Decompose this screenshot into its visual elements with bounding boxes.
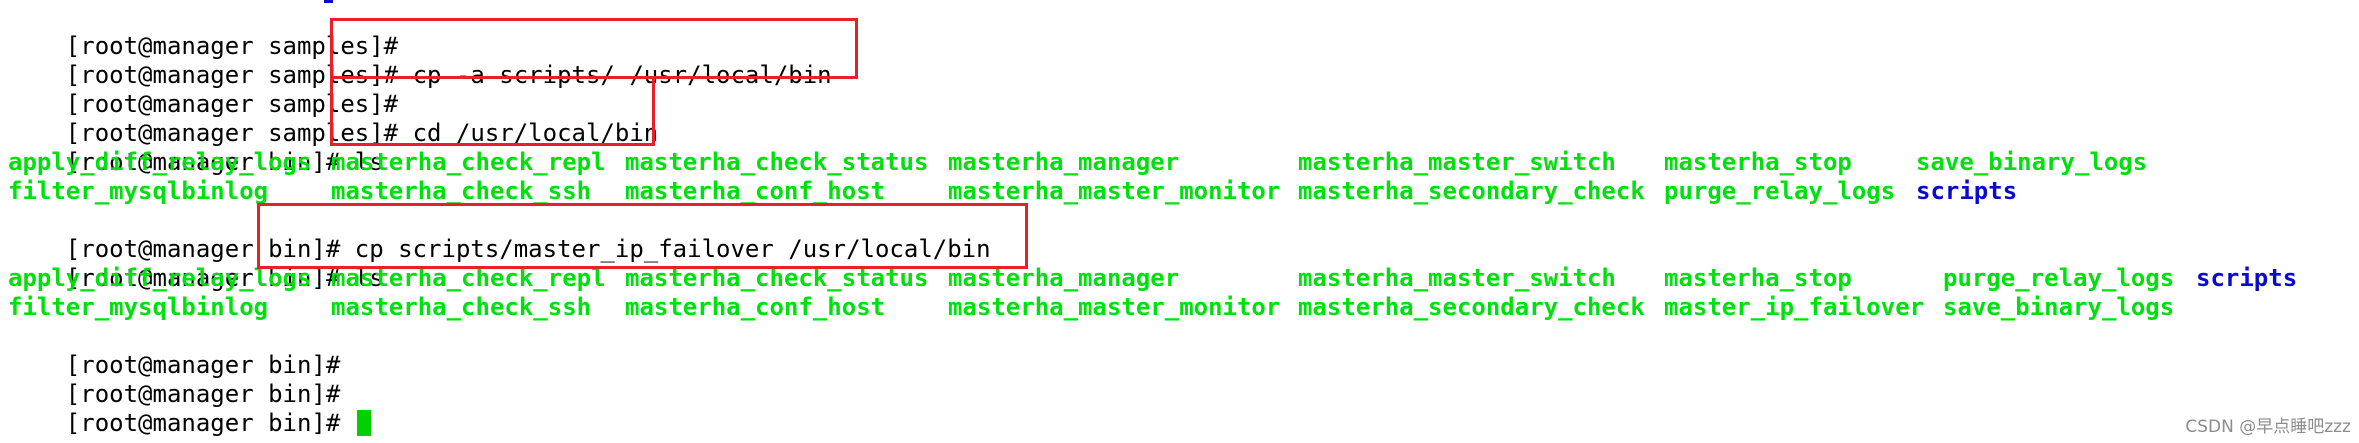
terminal-line-prompt-active[interactable]: [root@manager bin]# xyxy=(8,380,371,437)
ls-entry-executable: masterha_check_repl xyxy=(331,148,606,176)
prompt-text: [root@manager bin]# xyxy=(65,264,341,292)
prompt-text: [root@manager samples]# xyxy=(65,61,399,89)
highlight-box-cp-scripts xyxy=(330,18,858,79)
prompt-text: [root@manager samples]# xyxy=(65,32,399,60)
watermark: CSDN @早点睡吧zzz xyxy=(2185,417,2351,437)
terminal-line-prompt: [root@manager samples]# cp -a scripts/ /… xyxy=(8,32,832,89)
terminal-line-prompt: [root@manager samples]# xyxy=(8,3,398,60)
ls-output-row: apply_diff_relay_logs masterha_check_repl… xyxy=(8,148,2308,177)
prompt-text: [root@manager bin]# xyxy=(65,351,341,379)
ls-entry-executable: filter_mysqlbinlog xyxy=(8,293,269,321)
ls-entry-directory: scripts xyxy=(2196,264,2298,292)
command-text: cd /usr/local/bin xyxy=(398,119,659,147)
command-text: cp -a scripts/ /usr/local/bin xyxy=(398,61,832,89)
ls-output-row: filter_mysqlbinlog masterha_check_ssh mast… xyxy=(8,177,2308,206)
command-text xyxy=(340,409,354,437)
ls-entry-executable: masterha_master_switch xyxy=(1298,148,1616,176)
terminal-line-prompt: [root@manager samples]# xyxy=(8,61,398,118)
prompt-text: [root@manager bin]# xyxy=(65,409,341,437)
command-text: cp scripts/master_ip_failover /usr/local… xyxy=(340,235,991,263)
ls-entry-executable: masterha_master_switch xyxy=(1298,264,1616,292)
ls-output-row: filter_mysqlbinlog masterha_check_ssh mast… xyxy=(8,293,2308,322)
prompt-text: [root@manager samples]# xyxy=(65,119,399,147)
terminal-line-prompt: [root@manager bin]# xyxy=(8,351,341,408)
ls-entry-executable: masterha_conf_host xyxy=(625,177,886,205)
ls-entry-executable: masterha_check_ssh xyxy=(331,177,592,205)
ls-entry-directory: scripts xyxy=(1916,177,2018,205)
prompt-text: [root@manager samples]# xyxy=(65,90,399,118)
highlight-box-cd xyxy=(330,76,655,146)
terminal-line-prompt: [root@manager bin]# cp scripts/master_ip… xyxy=(8,206,991,263)
ls-entry-executable: masterha_master_monitor xyxy=(948,293,1281,321)
ls-entry-executable: masterha_master_monitor xyxy=(948,177,1281,205)
ls-entry-executable: masterha_conf_host xyxy=(625,293,886,321)
ls-entry-executable: masterha_stop xyxy=(1664,148,1852,176)
ls-entry-executable: master_ip_failover xyxy=(1664,293,1925,321)
scrollback-fragment xyxy=(324,0,333,3)
prompt-text: [root@manager bin]# xyxy=(65,235,341,263)
terminal-line-prompt: [root@manager bin]# xyxy=(8,322,341,379)
command-text: ls xyxy=(340,148,384,176)
ls-entry-executable: purge_relay_logs xyxy=(1943,264,2175,292)
ls-entry-executable: masterha_stop xyxy=(1664,264,1852,292)
highlight-box-cp-failover xyxy=(257,203,1028,269)
ls-entry-executable: masterha_secondary_check xyxy=(1298,293,1645,321)
ls-entry-executable: apply_diff_relay_logs xyxy=(8,148,312,176)
terminal-line-prompt: [root@manager samples]# cd /usr/local/bi… xyxy=(8,90,658,147)
prompt-text: [root@manager bin]# xyxy=(65,380,341,408)
ls-entry-executable: purge_relay_logs xyxy=(1664,177,1896,205)
terminal-line-prompt: [root@manager bin]# ls xyxy=(8,119,384,176)
ls-entry-executable: masterha_secondary_check xyxy=(1298,177,1645,205)
ls-entry-executable: filter_mysqlbinlog xyxy=(8,177,269,205)
ls-entry-executable: save_binary_logs xyxy=(1943,293,2175,321)
ls-entry-executable: save_binary_logs xyxy=(1916,148,2148,176)
ls-entry-executable: masterha_check_ssh xyxy=(331,293,592,321)
prompt-text: [root@manager bin]# xyxy=(65,148,341,176)
text-cursor xyxy=(356,410,371,436)
ls-entry-executable: masterha_manager xyxy=(948,148,1180,176)
ls-entry-executable: masterha_check_status xyxy=(625,148,929,176)
